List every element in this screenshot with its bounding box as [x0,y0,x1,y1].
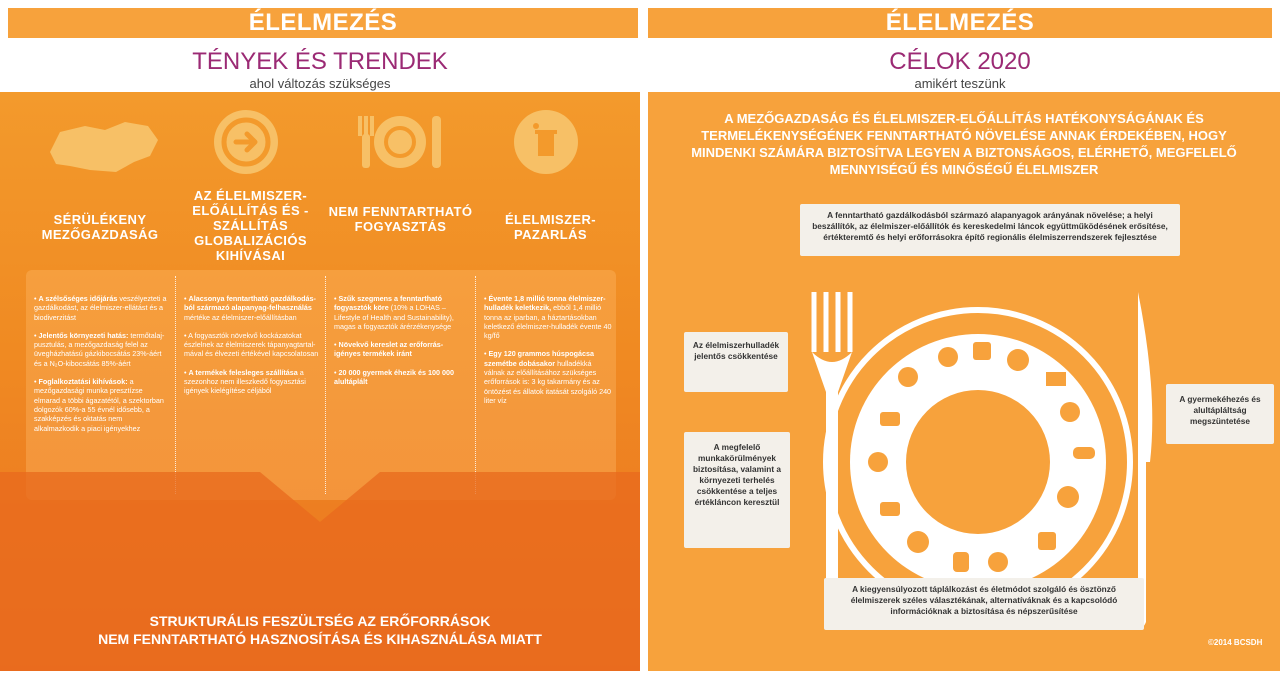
right-panel: A MEZŐGAZDASÁG ÉS ÉLELMISZER-ELŐÁLLÍTÁS … [648,92,1280,671]
column-2-text: • Alacsonya fenntartható gazdálkodás-ból… [184,294,319,405]
goal-bubble-bottom: A kiegyensúlyozott táplálkozást és életm… [824,578,1144,630]
facts-card [26,270,616,500]
list-item: • Évente 1,8 millió tonna élelmiszer-hul… [484,294,612,341]
plate-cutlery-icon [352,110,448,174]
divider [325,276,326,494]
category-title: ÉLELMISZER-PAZARLÁS [504,212,597,242]
category-title: AZ ÉLELMISZER-ELŐÁLLÍTÁS ÉS -SZÁLLÍTÁS G… [192,188,309,263]
divider [475,276,476,494]
list-item: • Növekvő kereslet az erőforrás-igényes … [334,340,444,359]
list-item: • A termékek felesleges szállítása a sze… [184,367,306,396]
trash-bin-icon [514,110,578,174]
column-1-text: • A szélsőséges időjárás veszélyezteti a… [34,294,169,442]
column-3-text: • Szűk szegmens a fenntartható fogyasztó… [334,294,469,395]
left-subtitle: ahol változás szükséges [249,76,391,91]
bottom-statement: STRUKTURÁLIS FESZÜLTSÉG AZ ERŐFORRÁSOK N… [98,613,542,647]
list-item: • Szűk szegmens a fenntartható fogyasztó… [334,294,454,331]
goal-bubble-top: A fenntartható gazdálkodásból származó a… [800,204,1180,256]
goal-bubble-left2: A megfelelő munkakörülmények biztosítása… [684,432,790,548]
list-item: • 20 000 gyermek éhezik és 100 000 alult… [334,367,455,387]
left-panel: SÉRÜLÉKENY MEZŐGAZDASÁG • A szélsőséges … [0,92,640,671]
right-band: ÉLELMEZÉS [648,8,1272,38]
bottom-arrow [0,412,640,671]
column-4-text: • Évente 1,8 millió tonna élelmiszer-hul… [484,294,614,414]
copyright: ©2014 BCSDH [1208,638,1263,647]
left-title: TÉNYEK ÉS TRENDEK [192,48,448,75]
hungary-map-icon [30,112,172,182]
right-title: CÉLOK 2020 [889,48,1031,75]
list-item: • Foglalkoztatási kihívások: a mezőgazda… [34,377,164,433]
goal-bubble-left1: Az élelmiszerhulladék jelentős csökkenté… [684,332,788,392]
arrow-circle-icon [214,110,278,174]
goal-bubble-right: A gyermekéhezés és alultápláltság megszü… [1166,384,1274,444]
goals-headline: A MEZŐGAZDASÁG ÉS ÉLELMISZER-ELŐÁLLÍTÁS … [691,111,1237,177]
list-item: • A szélsőséges időjárás veszélyezteti a… [34,294,167,322]
list-item: • Jelentős környezeti hatás: termőtalaj-… [34,330,165,368]
list-item: • Egy 120 grammos húspogácsa szemétbe do… [484,349,612,405]
category-title: NEM FENNTARTHATÓ FOGYASZTÁS [328,204,473,234]
left-band: ÉLELMEZÉS [8,8,638,38]
category-title: SÉRÜLÉKENY MEZŐGAZDASÁG [41,212,159,242]
list-item: • A fogyasztók növekvő kockázatokat észl… [184,330,319,359]
right-subtitle: amikért teszünk [914,76,1006,91]
list-item: • Alacsonya fenntartható gazdálkodás-ból… [184,294,316,322]
divider [175,276,176,494]
